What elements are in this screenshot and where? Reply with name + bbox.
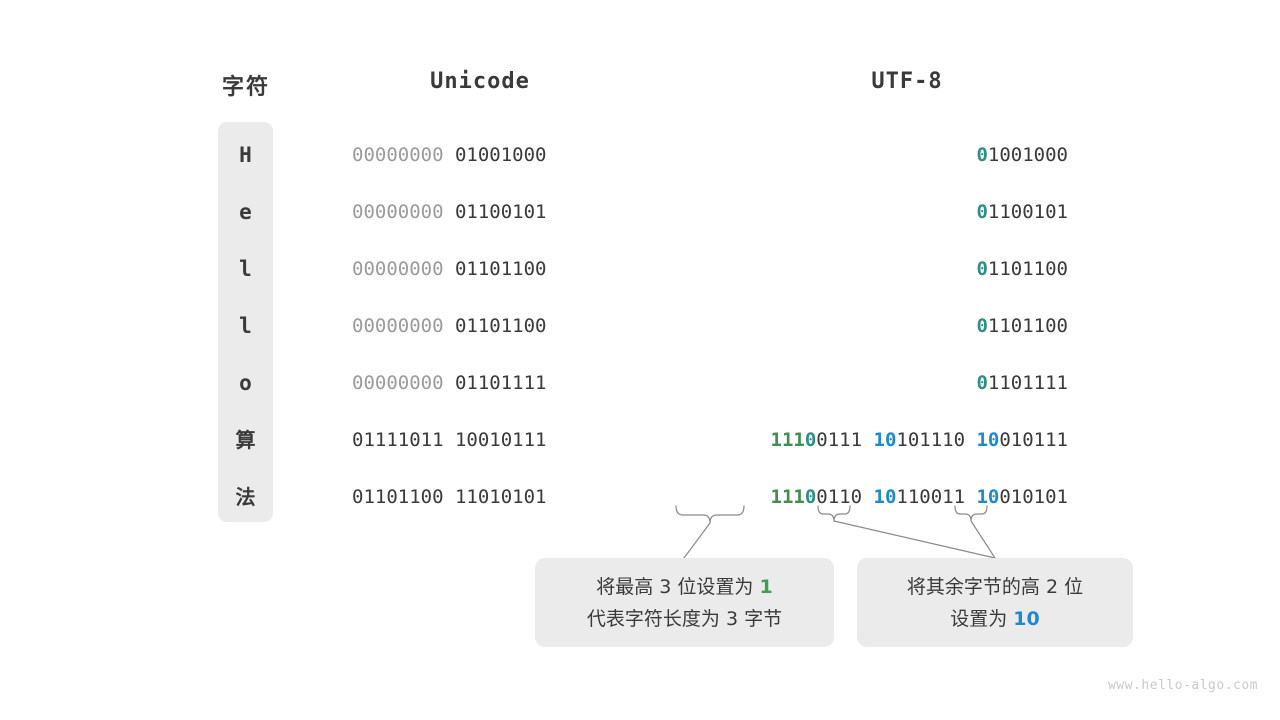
character-cell: H <box>239 143 252 167</box>
utf8-bits-cell: 01001000 <box>676 142 1068 168</box>
unicode-bits-cell: 00000000 01101100 <box>352 256 608 282</box>
bit-group-dark: 1101100 <box>987 315 1068 337</box>
watermark: www.hello-algo.com <box>1108 678 1258 693</box>
unicode-bits-cell: 00000000 01001000 <box>352 142 608 168</box>
annotation-text-plain: 代表字符长度为 3 字节 <box>586 607 783 630</box>
utf8-bits-cell: 11100111 10101110 10010111 <box>676 427 1068 453</box>
character-cell: o <box>239 371 252 395</box>
character-cell: 法 <box>235 485 256 509</box>
unicode-bits-cell: 00000000 01101100 <box>352 313 608 339</box>
annotation-line: 将其余字节的高 2 位 <box>907 571 1083 603</box>
bit-group-teal: 0 <box>804 429 817 451</box>
utf8-bits-cell: 01101100 <box>676 313 1068 339</box>
character-cell: l <box>239 314 252 338</box>
bit-group-dark: 01101100 <box>454 258 547 280</box>
bit-group-dark: 0111 <box>816 429 874 451</box>
utf8-bits-cell: 01101100 <box>676 256 1068 282</box>
bit-group-dark: 1101111 <box>987 372 1068 394</box>
bit-group-dark: 0110 <box>816 486 874 508</box>
bit-group-teal: 0 <box>976 201 988 223</box>
character-column-panel <box>218 122 273 522</box>
unicode-bits-cell: 00000000 01100101 <box>352 199 608 225</box>
bit-group-dark: 01001000 <box>454 144 547 166</box>
bit-group-blue: 10 <box>976 429 1000 451</box>
bit-group-green: 111 <box>770 429 805 451</box>
utf8-bits-cell: 11100110 10110011 10010101 <box>676 484 1068 510</box>
character-cell: l <box>239 257 252 281</box>
annotation-leading-bits: 将最高 3 位设置为 1 代表字符长度为 3 字节 <box>535 558 834 647</box>
bit-group-dark: 010101 <box>999 486 1068 508</box>
annotation-continuation-bits: 将其余字节的高 2 位设置为 10 <box>857 558 1133 647</box>
unicode-bits-cell: 01111011 10010111 <box>352 427 608 453</box>
unicode-bits-cell: 00000000 01101111 <box>352 370 608 396</box>
bit-group-dim: 00000000 <box>352 315 455 337</box>
bit-group-blue: 10 <box>976 486 1000 508</box>
bit-group-dim: 00000000 <box>352 258 455 280</box>
bit-group-teal: 0 <box>976 144 988 166</box>
annotation-line: 设置为 10 <box>950 603 1040 635</box>
bit-group-dark: 01101100 11010101 <box>352 486 547 508</box>
column-header-character: 字符 <box>221 75 270 100</box>
bit-group-dark: 01101111 <box>454 372 547 394</box>
annotation-text-green: 1 <box>759 575 773 598</box>
bit-group-dark: 1101100 <box>987 258 1068 280</box>
character-cell: e <box>239 200 252 224</box>
annotation-text-blue: 10 <box>1013 607 1040 630</box>
bit-group-blue: 10 <box>873 429 897 451</box>
bit-group-dark: 010111 <box>999 429 1068 451</box>
bit-group-dark: 1100101 <box>987 201 1068 223</box>
column-header-utf8: UTF-8 <box>871 69 943 94</box>
bit-group-dark: 1001000 <box>987 144 1068 166</box>
bit-group-dark: 01111011 10010111 <box>352 429 547 451</box>
bit-group-teal: 0 <box>976 372 988 394</box>
bit-group-blue: 10 <box>873 486 897 508</box>
bit-group-dark: 01100101 <box>454 201 547 223</box>
bit-group-dark: 101110 <box>896 429 977 451</box>
annotation-line: 代表字符长度为 3 字节 <box>587 603 782 635</box>
character-cell: 算 <box>235 428 256 452</box>
bit-group-teal: 0 <box>976 258 988 280</box>
bit-group-dim: 00000000 <box>352 144 455 166</box>
bit-group-dim: 00000000 <box>352 372 455 394</box>
bit-group-dark: 01101100 <box>454 315 547 337</box>
column-header-unicode: Unicode <box>430 69 530 94</box>
annotation-text-plain: 将其余字节的高 2 位 <box>906 575 1084 598</box>
unicode-bits-cell: 01101100 11010101 <box>352 484 608 510</box>
bit-group-dim: 00000000 <box>352 201 455 223</box>
utf8-bits-cell: 01100101 <box>676 199 1068 225</box>
bit-group-teal: 0 <box>976 315 988 337</box>
bit-group-green: 111 <box>770 486 805 508</box>
annotation-line: 将最高 3 位设置为 1 <box>596 571 772 603</box>
bit-group-teal: 0 <box>804 486 817 508</box>
annotation-text-plain: 设置为 <box>950 607 1014 630</box>
bit-group-dark: 110011 <box>896 486 977 508</box>
annotation-text-plain: 将最高 3 位设置为 <box>596 575 760 598</box>
utf8-bits-cell: 01101111 <box>676 370 1068 396</box>
